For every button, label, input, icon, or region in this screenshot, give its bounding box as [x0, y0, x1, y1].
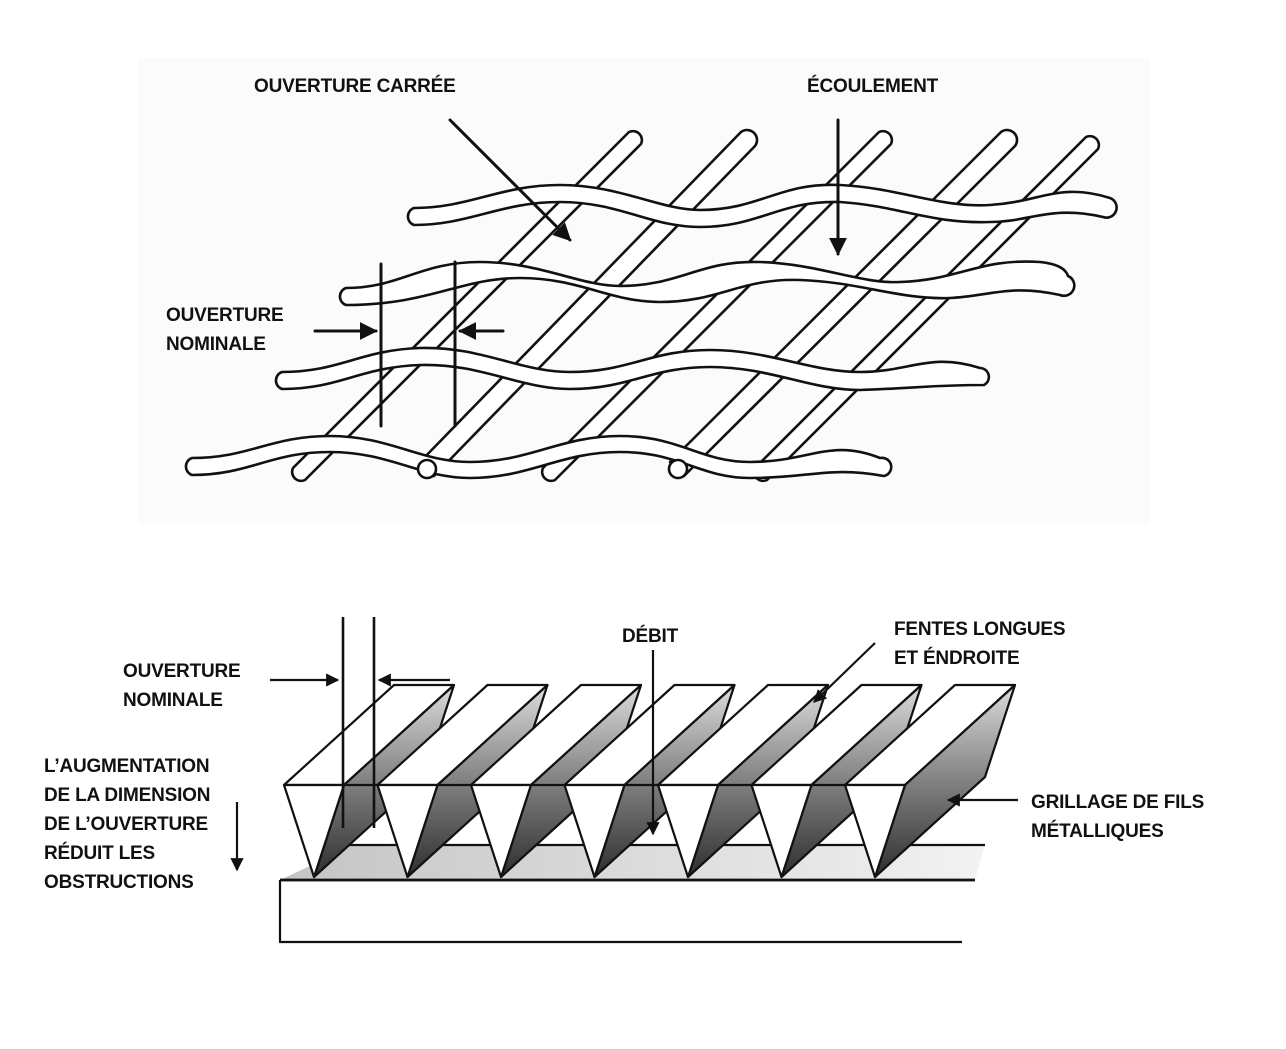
wire-end-cap: [416, 458, 438, 480]
label-square-opening: OUVERTURE CARRÉE: [254, 72, 456, 101]
label-flow-text: ÉCOULEMENT: [807, 76, 939, 97]
label-clogging-line3: DE L’OUVERTURE: [44, 814, 208, 835]
wedge-wires: [282, 683, 1017, 879]
label-clogging-line5: OBSTRUCTIONS: [44, 872, 194, 893]
label-long-slots-line1: FENTES LONGUES: [894, 619, 1066, 640]
support-rod-plane: [280, 845, 985, 880]
label-wire-grid-line1: GRILLAGE DE FILS: [1031, 792, 1205, 813]
label-long-slots: FENTES LONGUES ET ÉNDROITE: [894, 615, 1066, 673]
label-clogging-line1: L’AUGMENTATION: [44, 756, 210, 777]
wedge-front-face: [376, 783, 439, 879]
wedge-wire: [843, 683, 1017, 879]
wedge-front-face: [282, 783, 346, 879]
label-clogging-line4: RÉDUIT LES: [44, 843, 155, 864]
wavy-wire: [184, 434, 893, 480]
long-slots-arrow: [813, 642, 876, 703]
wedge-front-face: [843, 783, 907, 879]
label-mesh-nominal-opening: OUVERTURE NOMINALE: [166, 301, 284, 359]
label-wedge-nominal-line2: NOMINALE: [123, 690, 223, 711]
wavy-wire: [338, 260, 1076, 307]
wedge-front-face: [469, 783, 533, 879]
label-clogging-line2: DE LA DIMENSION: [44, 785, 211, 806]
label-mesh-nominal-line1: OUVERTURE: [166, 305, 284, 326]
wedge-front-face: [656, 783, 720, 879]
label-mesh-nominal-line2: NOMINALE: [166, 334, 266, 355]
label-clogging: L’AUGMENTATION DE LA DIMENSION DE L’OUVE…: [44, 752, 210, 897]
label-wedge-nominal-line1: OUVERTURE: [123, 661, 241, 682]
wavy-wires: [184, 183, 1118, 480]
wedge-front-face: [750, 783, 813, 879]
wavy-wire: [406, 183, 1118, 229]
base-block: [278, 878, 975, 944]
label-wire-grid: GRILLAGE DE FILS MÉTALLIQUES: [1031, 788, 1204, 846]
label-wire-grid-line2: MÉTALLIQUES: [1031, 821, 1164, 842]
wedge-wire-diagram: [230, 617, 1018, 944]
label-flow-rate: DÉBIT: [622, 622, 678, 651]
diagonal-wires: [290, 128, 1101, 483]
label-long-slots-line2: ET ÉNDROITE: [894, 648, 1020, 669]
label-wedge-nominal-opening: OUVERTURE NOMINALE: [123, 657, 241, 715]
wire-end-cap: [667, 458, 689, 480]
square-opening-arrow: [448, 118, 572, 242]
label-square-opening-text: OUVERTURE CARRÉE: [254, 76, 456, 97]
woven-mesh-diagram: [184, 118, 1118, 483]
diagonal-wire: [540, 129, 894, 483]
label-flow: ÉCOULEMENT: [807, 72, 938, 101]
label-flow-rate-text: DÉBIT: [622, 626, 679, 647]
wedge-front-face: [563, 783, 626, 879]
